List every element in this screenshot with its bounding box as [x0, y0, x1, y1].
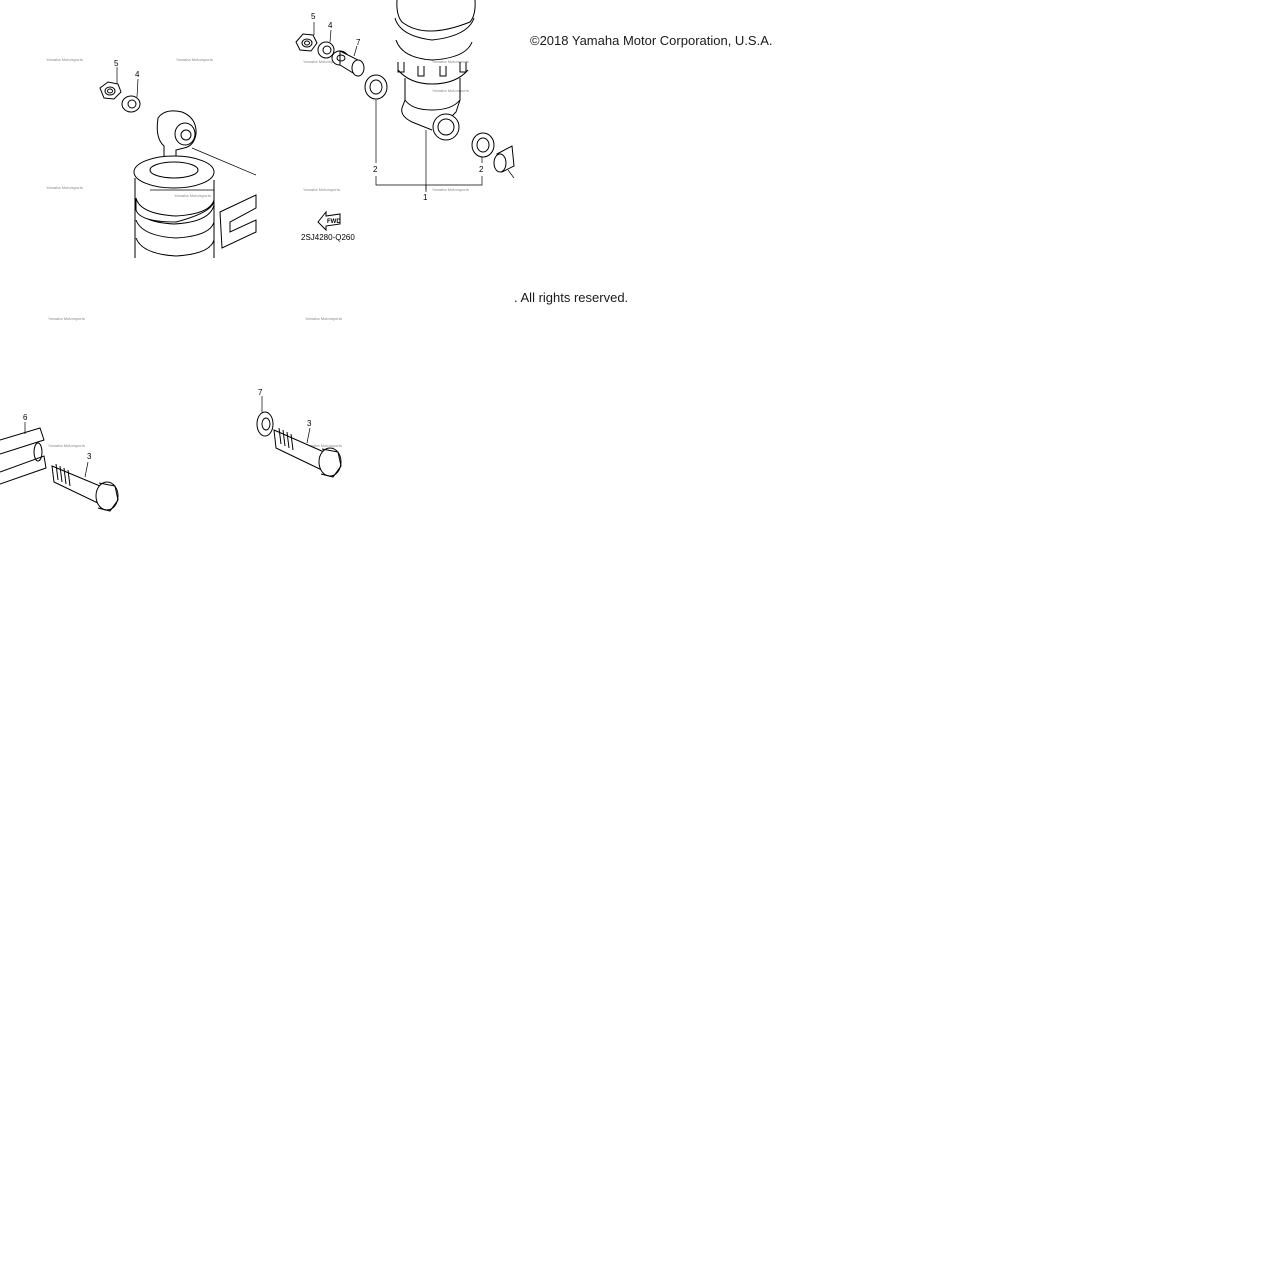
watermark: Yamaha Motorsports	[176, 57, 213, 62]
watermark: Yamaha Motorsports	[305, 443, 342, 448]
shock-body	[394, 0, 476, 190]
fwd-label: FWD	[327, 219, 341, 225]
nut-part: 5	[295, 12, 318, 52]
callout-label: 2	[479, 165, 484, 174]
bolt-part: 3	[51, 452, 119, 512]
top-middle-panel: 5 4 7	[295, 0, 515, 242]
watermark: Yamaha Motorsports	[432, 88, 469, 93]
washer-part: 4	[317, 21, 335, 59]
watermark: Yamaha Motorsports	[46, 57, 83, 62]
watermark: Yamaha Motorsports	[48, 316, 85, 321]
callout-label: 7	[356, 38, 361, 47]
callout-label: 1	[423, 193, 428, 202]
swingarm-part: 6	[0, 413, 47, 485]
shock-eye	[156, 110, 197, 169]
watermark: Yamaha Motorsports	[305, 316, 342, 321]
watermark: Yamaha Motorsports	[432, 187, 469, 192]
bottom-left-panel: 6 3	[0, 413, 119, 512]
collar-part	[493, 145, 515, 179]
collar-part: 7	[331, 38, 365, 77]
watermark-group: Yamaha Motorsports Yamaha Motorsports Ya…	[46, 57, 469, 448]
watermark: Yamaha Motorsports	[303, 59, 340, 64]
washer-part: 7	[256, 388, 274, 437]
callout-label: 3	[87, 452, 92, 461]
copyright-notice: ©2018 Yamaha Motor Corporation, U.S.A.	[530, 33, 773, 48]
rights-notice: . All rights reserved.	[514, 290, 629, 305]
mount-bracket	[191, 147, 257, 249]
callout-label: 5	[114, 59, 119, 68]
callout-label: 7	[258, 388, 263, 397]
callout-label: 2	[373, 165, 378, 174]
callout-label: 4	[328, 21, 333, 30]
watermark: Yamaha Motorsports	[48, 443, 85, 448]
callout-label: 3	[307, 419, 312, 428]
watermark: Yamaha Motorsports	[46, 185, 83, 190]
bearing-part	[471, 132, 495, 163]
part-code: 2SJ4280-Q260	[301, 233, 355, 242]
bottom-middle-panel: 7 3	[256, 388, 342, 478]
top-left-panel: 5 4	[99, 59, 257, 258]
watermark: Yamaha Motorsports	[174, 193, 211, 198]
forward-arrow-icon: FWD	[317, 210, 341, 232]
bearing-part	[364, 74, 388, 163]
washer-part: 4	[121, 70, 141, 113]
callout-label: 6	[23, 413, 28, 422]
bolt-part: 3	[273, 419, 342, 478]
watermark: Yamaha Motorsports	[303, 187, 340, 192]
callout-label: 5	[311, 12, 316, 21]
callout-label: 4	[135, 70, 140, 79]
nut-part: 5	[99, 59, 122, 100]
watermark: Yamaha Motorsports	[432, 59, 469, 64]
shock-spring	[133, 155, 215, 258]
